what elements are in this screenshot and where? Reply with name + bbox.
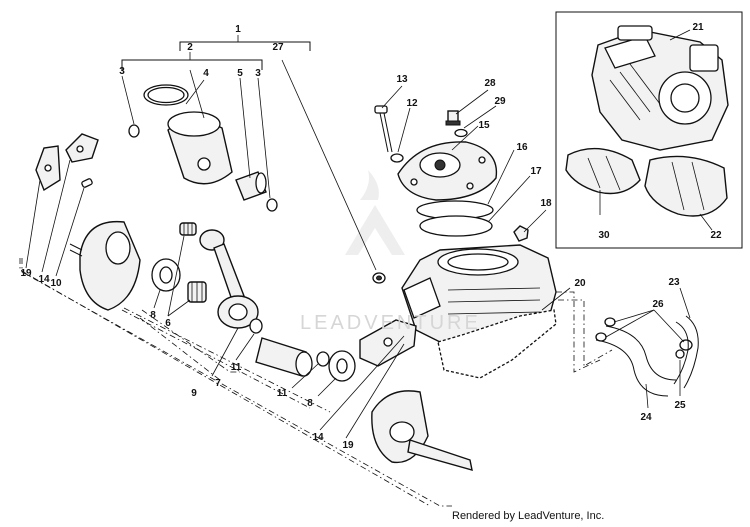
callout-25: 25 bbox=[674, 400, 686, 411]
callout-2: 2 bbox=[187, 42, 193, 53]
hose-24 bbox=[595, 325, 677, 397]
callout-13: 13 bbox=[396, 74, 408, 85]
wrap-bag-22 bbox=[644, 155, 728, 217]
nut-18 bbox=[513, 225, 529, 242]
callout-labels: 1 2 27 3 4 5 3 13 12 28 29 15 16 17 18 2… bbox=[20, 22, 722, 451]
crank-half-left bbox=[69, 220, 141, 311]
callout-16: 16 bbox=[516, 142, 528, 153]
bearing-11 bbox=[316, 351, 330, 367]
wrap-bag-30 bbox=[565, 147, 641, 195]
callout-6: 6 bbox=[165, 318, 171, 329]
callout-3-right: 3 bbox=[255, 68, 261, 79]
fitting-25 bbox=[675, 349, 685, 359]
piston-2 bbox=[167, 111, 233, 185]
hose-23 bbox=[673, 315, 699, 389]
washer-27 bbox=[372, 272, 386, 284]
washer-12 bbox=[390, 153, 404, 163]
leader-lines bbox=[25, 29, 713, 439]
callout-24: 24 bbox=[640, 412, 652, 423]
cover-plate-14-left bbox=[65, 133, 99, 163]
callout-21: 21 bbox=[692, 22, 704, 33]
watermark-logo bbox=[345, 170, 405, 255]
callout-8-left: 8 bbox=[150, 310, 156, 321]
needle-bearing-6-top bbox=[179, 222, 197, 236]
callout-14-right: 14 bbox=[312, 432, 324, 443]
callout-17: 17 bbox=[530, 166, 542, 177]
crank-pin-11 bbox=[249, 318, 313, 377]
callout-26: 26 bbox=[652, 299, 664, 310]
callout-11-lower: 11 bbox=[277, 388, 288, 399]
callout-7: 7 bbox=[215, 378, 221, 389]
callout-22: 22 bbox=[710, 230, 722, 241]
callout-8-right: 8 bbox=[307, 398, 313, 409]
callout-23: 23 bbox=[668, 277, 680, 288]
crank-half-right bbox=[371, 390, 473, 471]
thrust-washer-8-right bbox=[328, 350, 356, 382]
callout-27: 27 bbox=[272, 42, 284, 53]
callout-28: 28 bbox=[484, 78, 496, 89]
callout-11-upper: 11 bbox=[231, 362, 242, 373]
hose-clamp-26c bbox=[679, 339, 693, 351]
thrust-washer-8-left bbox=[151, 258, 181, 292]
callout-19-right: 19 bbox=[342, 440, 354, 451]
spark-plug-fitting-28 bbox=[445, 110, 461, 126]
callout-10: 10 bbox=[50, 278, 62, 289]
callout-3-left: 3 bbox=[119, 66, 125, 77]
cover-plate-19-right bbox=[359, 319, 417, 367]
needle-bearing-6-bottom bbox=[187, 281, 207, 303]
washer-29 bbox=[454, 128, 468, 138]
head-bolt-13 bbox=[374, 105, 393, 153]
engine-assembly-inset bbox=[591, 25, 729, 151]
callout-18: 18 bbox=[540, 198, 552, 209]
circlip-3-right bbox=[266, 198, 278, 212]
callout-4: 4 bbox=[203, 68, 209, 79]
base-gasket-20 bbox=[437, 309, 557, 379]
callout-5: 5 bbox=[237, 68, 243, 79]
cover-plate-19-left bbox=[35, 145, 61, 192]
callout-12: 12 bbox=[406, 98, 418, 109]
bracket-assembly-1 bbox=[121, 35, 311, 70]
render-credit: Rendered by LeadVenture, Inc. bbox=[452, 510, 605, 522]
screw-10 bbox=[81, 178, 93, 188]
callout-15: 15 bbox=[478, 120, 490, 131]
callout-1: 1 bbox=[235, 24, 241, 35]
callout-19-left: 19 bbox=[20, 268, 32, 279]
cylinder-head-15 bbox=[397, 141, 498, 201]
callout-29: 29 bbox=[494, 96, 506, 107]
piston-pin-5 bbox=[235, 171, 267, 201]
piston-ring-4 bbox=[143, 84, 189, 106]
callout-9: 9 bbox=[191, 388, 197, 399]
callout-20: 20 bbox=[574, 278, 586, 289]
circlip-3-left bbox=[128, 124, 140, 138]
watermark-text: LEADVENTURE bbox=[300, 312, 481, 334]
callout-30: 30 bbox=[598, 230, 610, 241]
head-gasket-17 bbox=[419, 215, 493, 237]
hose-clamp-26a bbox=[604, 317, 616, 327]
connecting-rod-7 bbox=[199, 229, 259, 329]
callout-14-left: 14 bbox=[38, 274, 50, 285]
